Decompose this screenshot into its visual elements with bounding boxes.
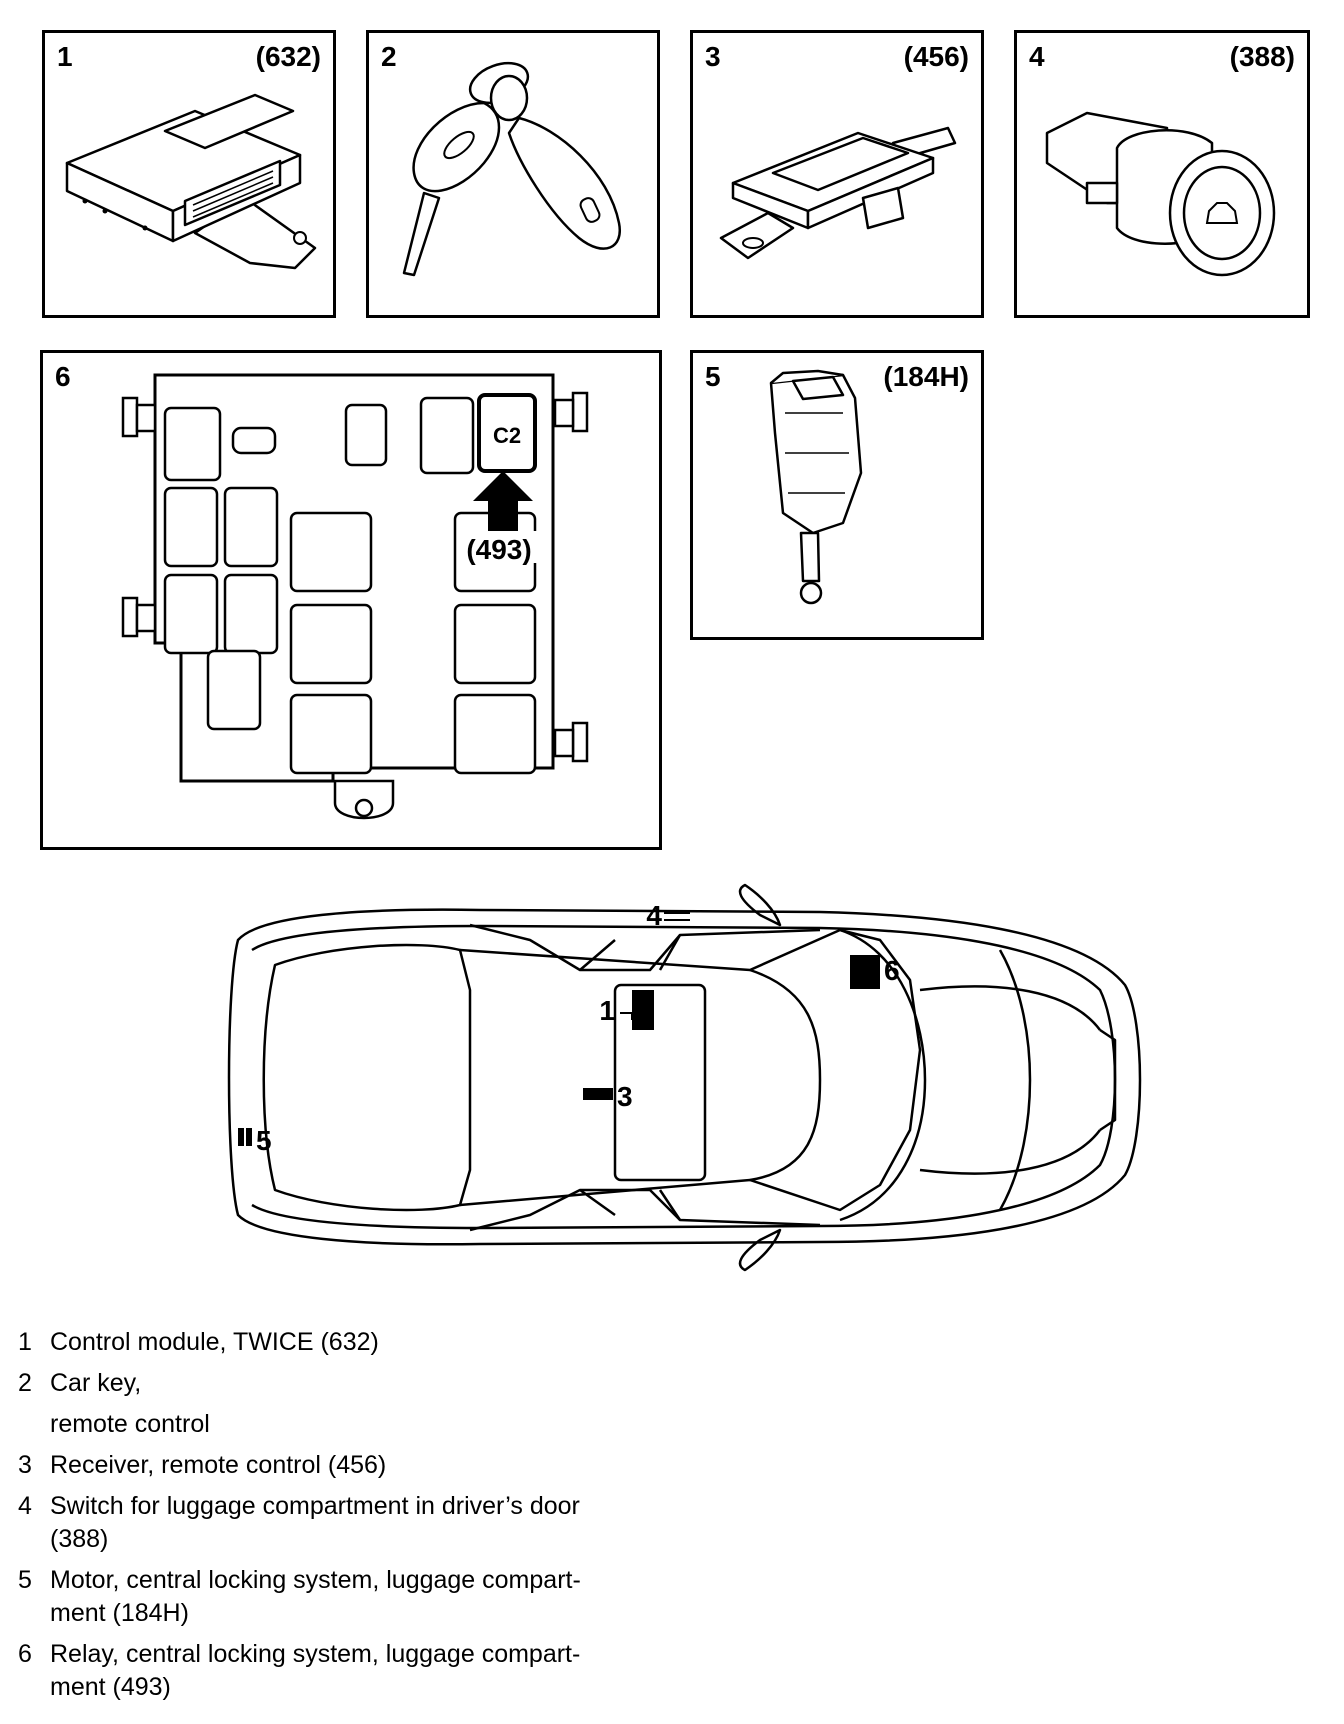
panel-number: 3 (705, 41, 721, 72)
legend: 1 Control module, TWICE (632) 2 Car key,… (18, 1326, 678, 1712)
panel-control-module: 1 (632) (42, 30, 336, 318)
legend-item: 6 Relay, central locking system, luggage… (18, 1638, 678, 1704)
callout-3: 3 (617, 1081, 633, 1112)
control-module-illustration (65, 93, 317, 270)
panel-number: 4 (1029, 41, 1045, 72)
panel-number: 1 (57, 41, 73, 72)
legend-text-line1: Relay, central locking system, luggage c… (50, 1640, 581, 1668)
legend-item: 5 Motor, central locking system, luggage… (18, 1564, 678, 1630)
panel-car-key: 2 (366, 30, 660, 318)
legend-text-line2: ment (493) (50, 1673, 171, 1701)
legend-item: 3 Receiver, remote control (456) (18, 1449, 678, 1482)
panel-luggage-switch: 4 (388) (1014, 30, 1310, 318)
legend-number: 3 (18, 1451, 32, 1479)
callout-4: 4 (646, 900, 662, 931)
legend-number: 4 (18, 1492, 32, 1520)
legend-text: Control module, TWICE (632) (50, 1328, 379, 1356)
legend-item: 2 Car key, remote control (18, 1367, 678, 1441)
legend-item: 1 Control module, TWICE (632) (18, 1326, 678, 1359)
panel-number: 5 (705, 361, 721, 392)
motor-illustration (769, 369, 863, 605)
legend-number: 6 (18, 1640, 32, 1668)
legend-number: 2 (18, 1369, 32, 1397)
callout-5: 5 (256, 1125, 272, 1156)
legend-text: Receiver, remote control (456) (50, 1451, 387, 1479)
switch-illustration (1045, 111, 1276, 277)
panel-part-code: (632) (255, 41, 321, 72)
legend-number: 1 (18, 1328, 32, 1356)
legend-text-line2: ment (184H) (50, 1599, 189, 1627)
legend-text-line1: Switch for luggage compartment in driver… (50, 1492, 580, 1520)
panel-number: 6 (55, 361, 71, 392)
panel-motor: 5 (184H) (690, 350, 984, 640)
relay-box-illustration: C2 (493) (121, 373, 589, 820)
legend-text-line1: Motor, central locking system, luggage c… (50, 1566, 581, 1594)
receiver-illustration (719, 126, 957, 260)
car-top-view: 1 3 4 5 6 (227, 883, 1142, 1272)
callout-1: 1 (599, 995, 615, 1026)
legend-text-line2: remote control (50, 1410, 210, 1438)
panel-receiver: 3 (456) (690, 30, 984, 318)
panel-relay-box: 6 C2 (40, 350, 662, 850)
socket-label: C2 (493, 423, 521, 448)
car-key-illustration (402, 61, 622, 277)
panel-part-code: (456) (903, 41, 969, 72)
panel-number: 2 (381, 41, 397, 72)
legend-text-line1: Car key, (50, 1369, 142, 1397)
legend-text-line2: (388) (50, 1525, 109, 1553)
legend-item: 4 Switch for luggage compartment in driv… (18, 1490, 678, 1556)
callout-markers: 1 3 4 5 6 (238, 900, 900, 1156)
legend-number: 5 (18, 1566, 32, 1594)
panel-part-code: (184H) (883, 361, 969, 392)
relay-part-code: (493) (466, 534, 531, 565)
callout-6: 6 (884, 955, 900, 986)
panel-part-code: (388) (1229, 41, 1295, 72)
